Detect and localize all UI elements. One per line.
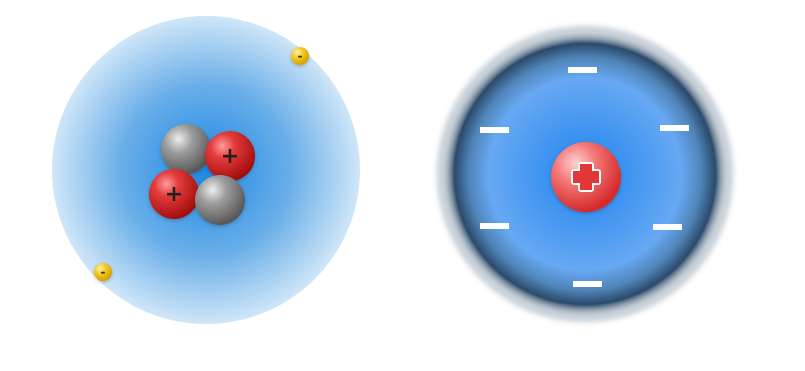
electron-cloud [52,16,360,324]
negative-charge-3 [660,125,689,131]
proton-bottom-left: + [149,169,199,219]
negative-charges [480,67,689,287]
electron-top-right: - [291,47,309,65]
plum-pudding-atom-model [437,26,733,322]
electron-charge-label: - [101,265,106,279]
neutron-top [161,124,211,174]
negative-charge-4 [480,223,509,229]
electron-charge-label: - [298,49,303,63]
positive-core [551,142,621,212]
proton-top-right: + [205,131,255,181]
proton-charge-label: + [165,182,183,207]
negative-charge-1 [568,67,597,73]
proton-charge-label: + [221,144,239,169]
electron-bottom-left: - [94,263,112,281]
plus-icon [571,162,601,192]
neutron-bottom [195,175,245,225]
nucleus: + + [149,124,255,225]
nuclear-atom-model: + + - - [52,16,360,324]
negative-charge-5 [653,224,682,230]
negative-charge-6 [573,281,602,287]
negative-charge-2 [480,127,509,133]
